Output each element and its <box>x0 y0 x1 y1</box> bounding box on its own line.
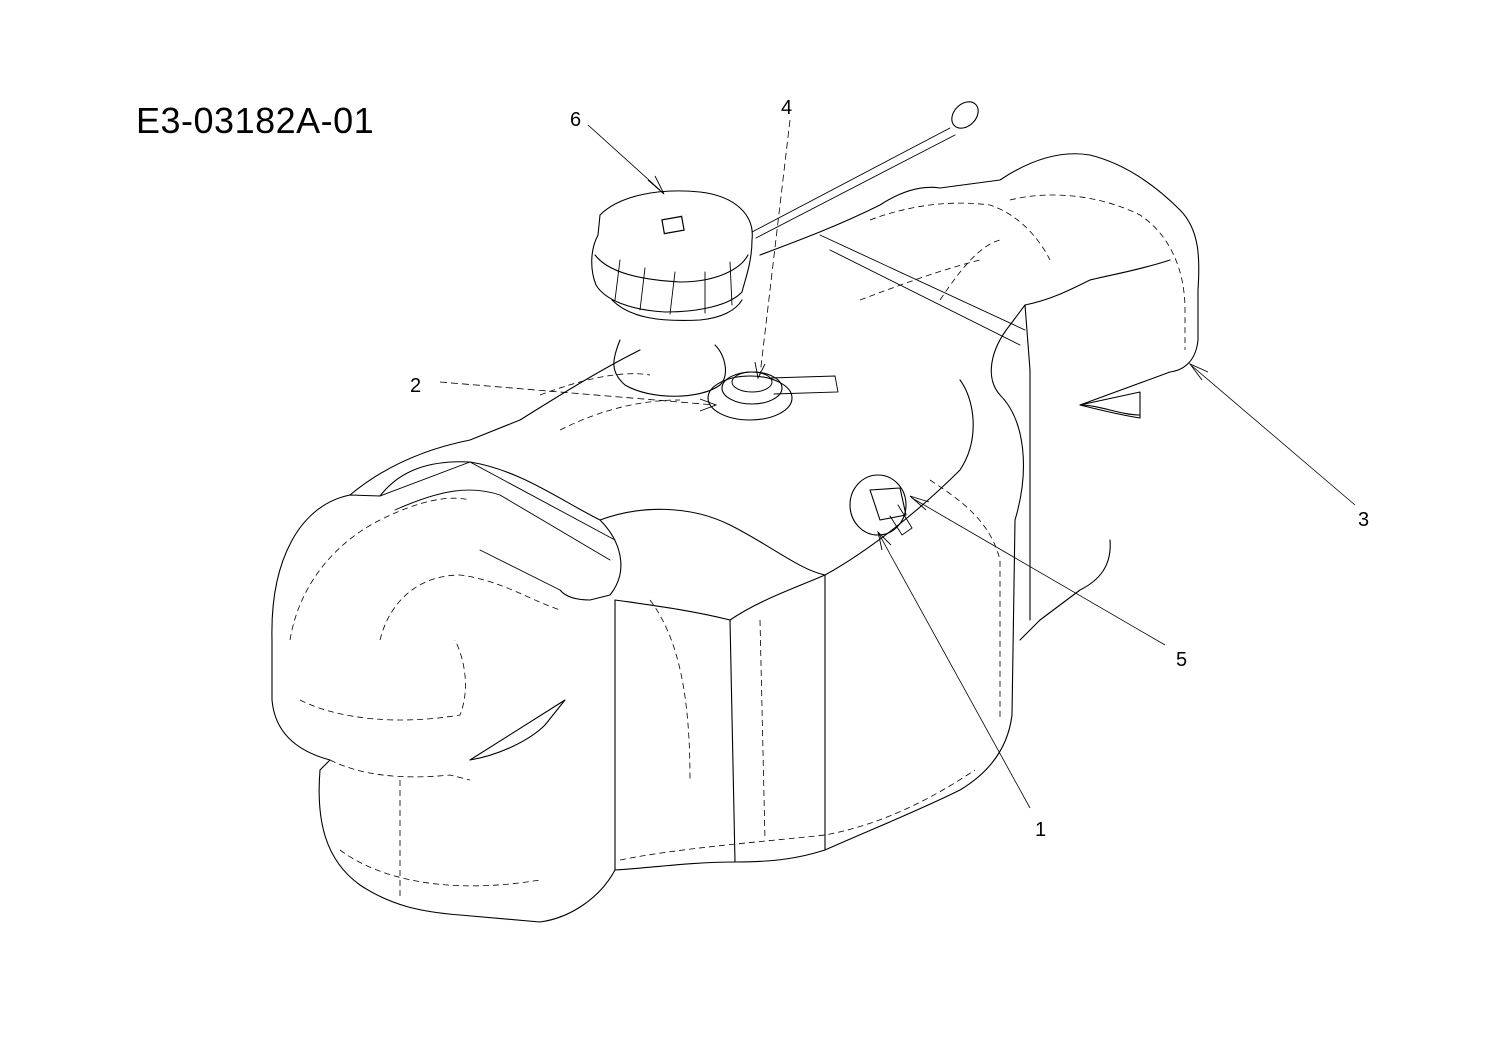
fuel-cap <box>591 101 979 321</box>
callout-6: 6 <box>570 109 581 131</box>
diagram-title: E3-03182A-01 <box>136 100 375 141</box>
callout-4: 4 <box>781 97 792 119</box>
callout-leaders <box>439 119 1356 809</box>
callout-3: 3 <box>1358 509 1369 531</box>
fuel-outlet-fitting <box>849 474 913 536</box>
grommet-fitting <box>707 371 839 421</box>
callout-1: 1 <box>1035 819 1046 841</box>
callout-2: 2 <box>410 375 421 397</box>
callout-5: 5 <box>1176 649 1187 671</box>
fuel-tank <box>271 153 1200 923</box>
